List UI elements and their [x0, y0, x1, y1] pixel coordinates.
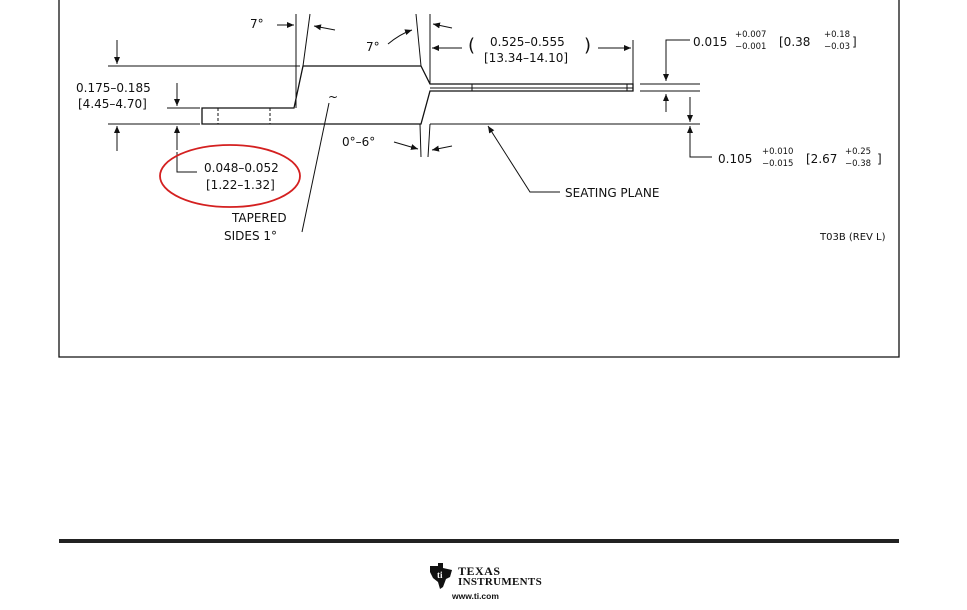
ti-logo: ti Texas Instruments www.ti.com	[428, 560, 558, 604]
ti-brand-line2: Instruments	[458, 576, 542, 588]
tapered-sides-label: SIDES 1°	[224, 229, 277, 243]
height-mm-label: [4.45–4.70]	[78, 97, 147, 111]
svg-text:−0.015: −0.015	[762, 159, 793, 169]
angle-range-label: 0°–6°	[342, 135, 375, 149]
drawing-frame	[58, 0, 900, 358]
svg-text:[2.67: [2.67	[806, 152, 837, 166]
dimension-arrows	[114, 22, 712, 233]
svg-text:]: ]	[877, 152, 882, 166]
svg-text:+0.25: +0.25	[845, 147, 871, 157]
svg-text:0.015: 0.015	[693, 35, 727, 49]
lead-thickness-mm-label: [1.22–1.32]	[206, 178, 275, 192]
svg-text:+0.007: +0.007	[735, 30, 766, 40]
height-inch-label: 0.175–0.185	[76, 81, 151, 95]
svg-text:[0.38: [0.38	[779, 35, 810, 49]
svg-text:−0.001: −0.001	[735, 42, 766, 52]
svg-text:]: ]	[852, 35, 857, 49]
svg-text:+0.18: +0.18	[824, 30, 850, 40]
svg-text:0.105: 0.105	[718, 152, 752, 166]
svg-text:−0.03: −0.03	[824, 42, 850, 52]
length-close-paren: )	[584, 35, 591, 56]
package-body	[201, 65, 634, 125]
top-lead-tolerance: 0.015 +0.007 −0.001 [0.38 +0.18 −0.03 ]	[693, 30, 857, 52]
seating-plane-label: SEATING PLANE	[565, 186, 659, 200]
highlight-ellipse	[159, 144, 301, 208]
ti-state-icon: ti	[430, 563, 452, 589]
length-mm-label: [13.34–14.10]	[484, 51, 568, 65]
lead-thickness-inch-label: 0.048–0.052	[204, 161, 279, 175]
footer-rule	[59, 539, 899, 543]
angle-right-label: 7°	[366, 40, 380, 54]
svg-text:ti: ti	[437, 570, 443, 580]
length-open-paren: (	[468, 35, 475, 56]
svg-text:+0.010: +0.010	[762, 147, 793, 157]
tilde-mark: ~	[328, 90, 338, 104]
drawing-id-label: T03B (REV L)	[819, 232, 886, 243]
tapered-label: TAPERED	[231, 211, 287, 225]
ti-brand-line1: Texas	[458, 564, 501, 578]
angle-left-label: 7°	[250, 17, 264, 31]
svg-text:−0.38: −0.38	[845, 159, 871, 169]
bottom-lead-tolerance: 0.105 +0.010 −0.015 [2.67 +0.25 −0.38 ]	[718, 147, 882, 169]
ti-url: www.ti.com	[452, 591, 499, 601]
length-inch-label: 0.525–0.555	[490, 35, 565, 49]
extension-lines	[108, 13, 700, 158]
